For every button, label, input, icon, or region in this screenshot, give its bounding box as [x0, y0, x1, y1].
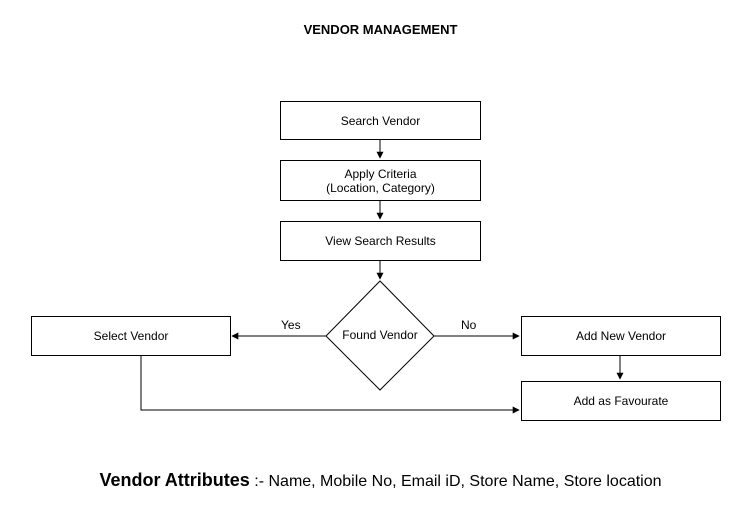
arrow-select-to-favourate: [140, 355, 520, 414]
edge-label-no: No: [461, 318, 477, 332]
edge-label-yes: Yes: [281, 318, 301, 332]
diagram-title: VENDOR MANAGEMENT: [303, 22, 458, 37]
view-results-box: View Search Results: [280, 221, 481, 261]
search-vendor-label: Search Vendor: [340, 113, 421, 128]
add-favourate-label: Add as Favourate: [573, 394, 669, 408]
select-vendor-box: Select Vendor: [31, 316, 231, 356]
apply-criteria-box: Apply Criteria (Location, Category): [280, 160, 481, 201]
vendor-attributes-list: :- Name, Mobile No, Email iD, Store Name…: [254, 473, 662, 490]
add-new-vendor-label: Add New Vendor: [575, 329, 667, 343]
view-results-label: View Search Results: [325, 234, 436, 248]
select-vendor-label: Select Vendor: [93, 329, 169, 343]
apply-criteria-sublabel: (Location, Category): [326, 180, 435, 195]
vendor-attributes-note: Vendor Attributes :- Name, Mobile No, Em…: [0, 470, 749, 491]
apply-criteria-label: Apply Criteria: [344, 166, 417, 181]
vendor-attributes-heading: Vendor Attributes: [99, 470, 250, 490]
add-favourate-box: Add as Favourate: [521, 381, 721, 421]
found-vendor-label: Found Vendor: [342, 328, 418, 342]
found-vendor-diamond: [325, 280, 435, 391]
search-vendor-box: Search Vendor: [280, 101, 481, 140]
add-new-vendor-box: Add New Vendor: [521, 316, 721, 356]
